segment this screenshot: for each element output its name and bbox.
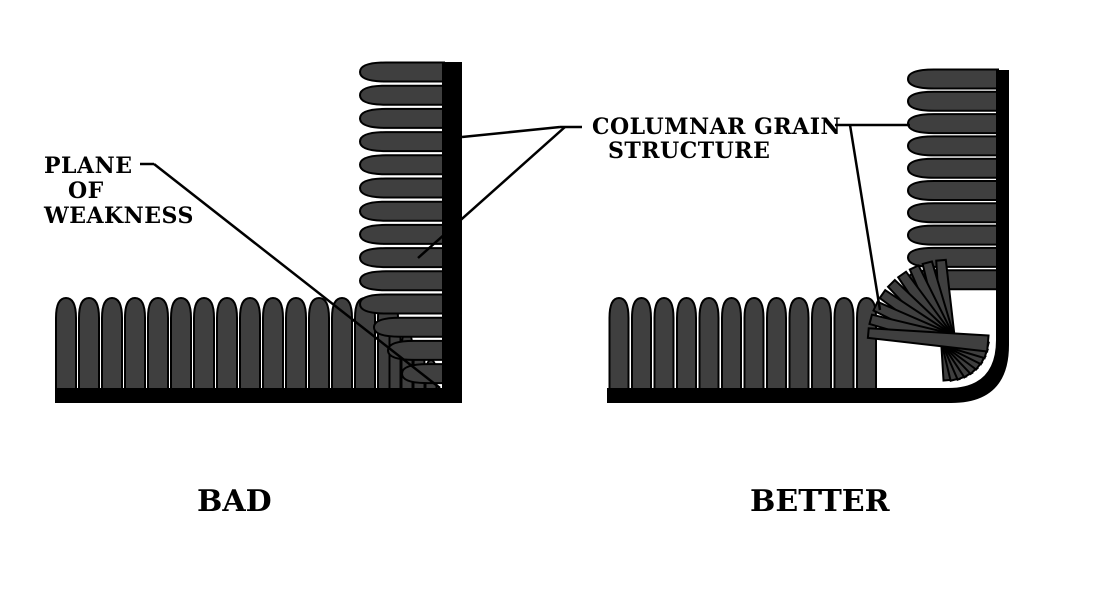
plane-of-weakness-leader (153, 163, 441, 389)
bad-grain-vertical (358, 200, 445, 222)
bad-grain-horizontal (78, 296, 100, 391)
bad-grain-structure (55, 61, 445, 391)
better-grain-vertical (906, 90, 999, 112)
better-caption: BETTER (750, 484, 891, 519)
better-grain-horizontal (676, 296, 697, 391)
plane-of-weakness-label-line2: OF (68, 178, 104, 204)
bad-grain-vertical (358, 154, 445, 176)
better-grain-corner (866, 327, 990, 353)
better-grain-vertical (906, 180, 999, 201)
better-grain-horizontal (811, 296, 832, 391)
better-rounded-corner-figure (607, 68, 1009, 403)
better-grain-horizontal (743, 296, 765, 391)
better-grain-horizontal (833, 296, 855, 391)
bad-grain-horizontal (124, 296, 146, 391)
bad-grain-vertical (358, 223, 445, 245)
better-grain-vertical (906, 135, 999, 157)
bad-grain-horizontal (147, 296, 169, 391)
bad-sharp-corner-figure (55, 61, 462, 403)
bad-grain-vertical (358, 177, 445, 199)
columnar-grain-leader-better-lower (848, 124, 882, 311)
better-grain-vertical (906, 246, 999, 268)
better-grain-structure (608, 68, 999, 391)
better-grain-horizontal (856, 296, 877, 391)
bad-grain-horizontal (262, 296, 284, 391)
bad-grain-horizontal (308, 296, 330, 391)
bad-grain-vertical (386, 339, 445, 361)
plane-of-weakness-label-line1: PLANE (44, 153, 132, 179)
better-grain-horizontal (698, 296, 720, 391)
columnar-grain-leader-bad-lower (417, 126, 566, 259)
better-grain-horizontal (631, 296, 652, 391)
bad-caption: BAD (197, 484, 272, 519)
plane-of-weakness-label-line3: WEAKNESS (43, 203, 194, 229)
bad-grain-horizontal (193, 296, 215, 391)
bad-grain-vertical (372, 316, 445, 338)
better-grain-vertical (906, 68, 999, 90)
leader-lines (140, 123, 910, 389)
columnar-grain-leader-bad-upper (461, 125, 561, 139)
columnar-grain-label-line2: STRUCTURE (608, 138, 770, 164)
bad-grain-horizontal (170, 296, 192, 391)
bad-grain-vertical (358, 131, 445, 153)
better-grain-horizontal (653, 296, 675, 391)
bad-grain-horizontal (101, 296, 123, 391)
bad-grain-vertical (358, 293, 445, 315)
bad-grain-horizontal (55, 296, 77, 391)
better-grain-vertical (906, 113, 999, 135)
bad-grain-horizontal (216, 296, 238, 391)
bad-grain-horizontal (239, 296, 261, 391)
bad-grain-vertical (358, 61, 445, 83)
bad-grain-vertical (358, 84, 445, 106)
better-grain-horizontal (608, 296, 630, 391)
better-grain-vertical (906, 202, 999, 224)
better-grain-vertical (906, 157, 999, 179)
columnar-grain-label-line1: COLUMNAR GRAIN (592, 114, 841, 140)
better-grain-horizontal (721, 296, 742, 391)
bad-grain-horizontal (331, 296, 353, 391)
better-grain-vertical (906, 224, 999, 246)
better-grain-horizontal (788, 296, 810, 391)
bad-grain-vertical (358, 107, 445, 129)
bad-grain-vertical (358, 247, 445, 269)
bad-grain-vertical (358, 270, 445, 292)
bad-grain-horizontal (285, 296, 307, 391)
better-grain-horizontal (766, 296, 787, 391)
